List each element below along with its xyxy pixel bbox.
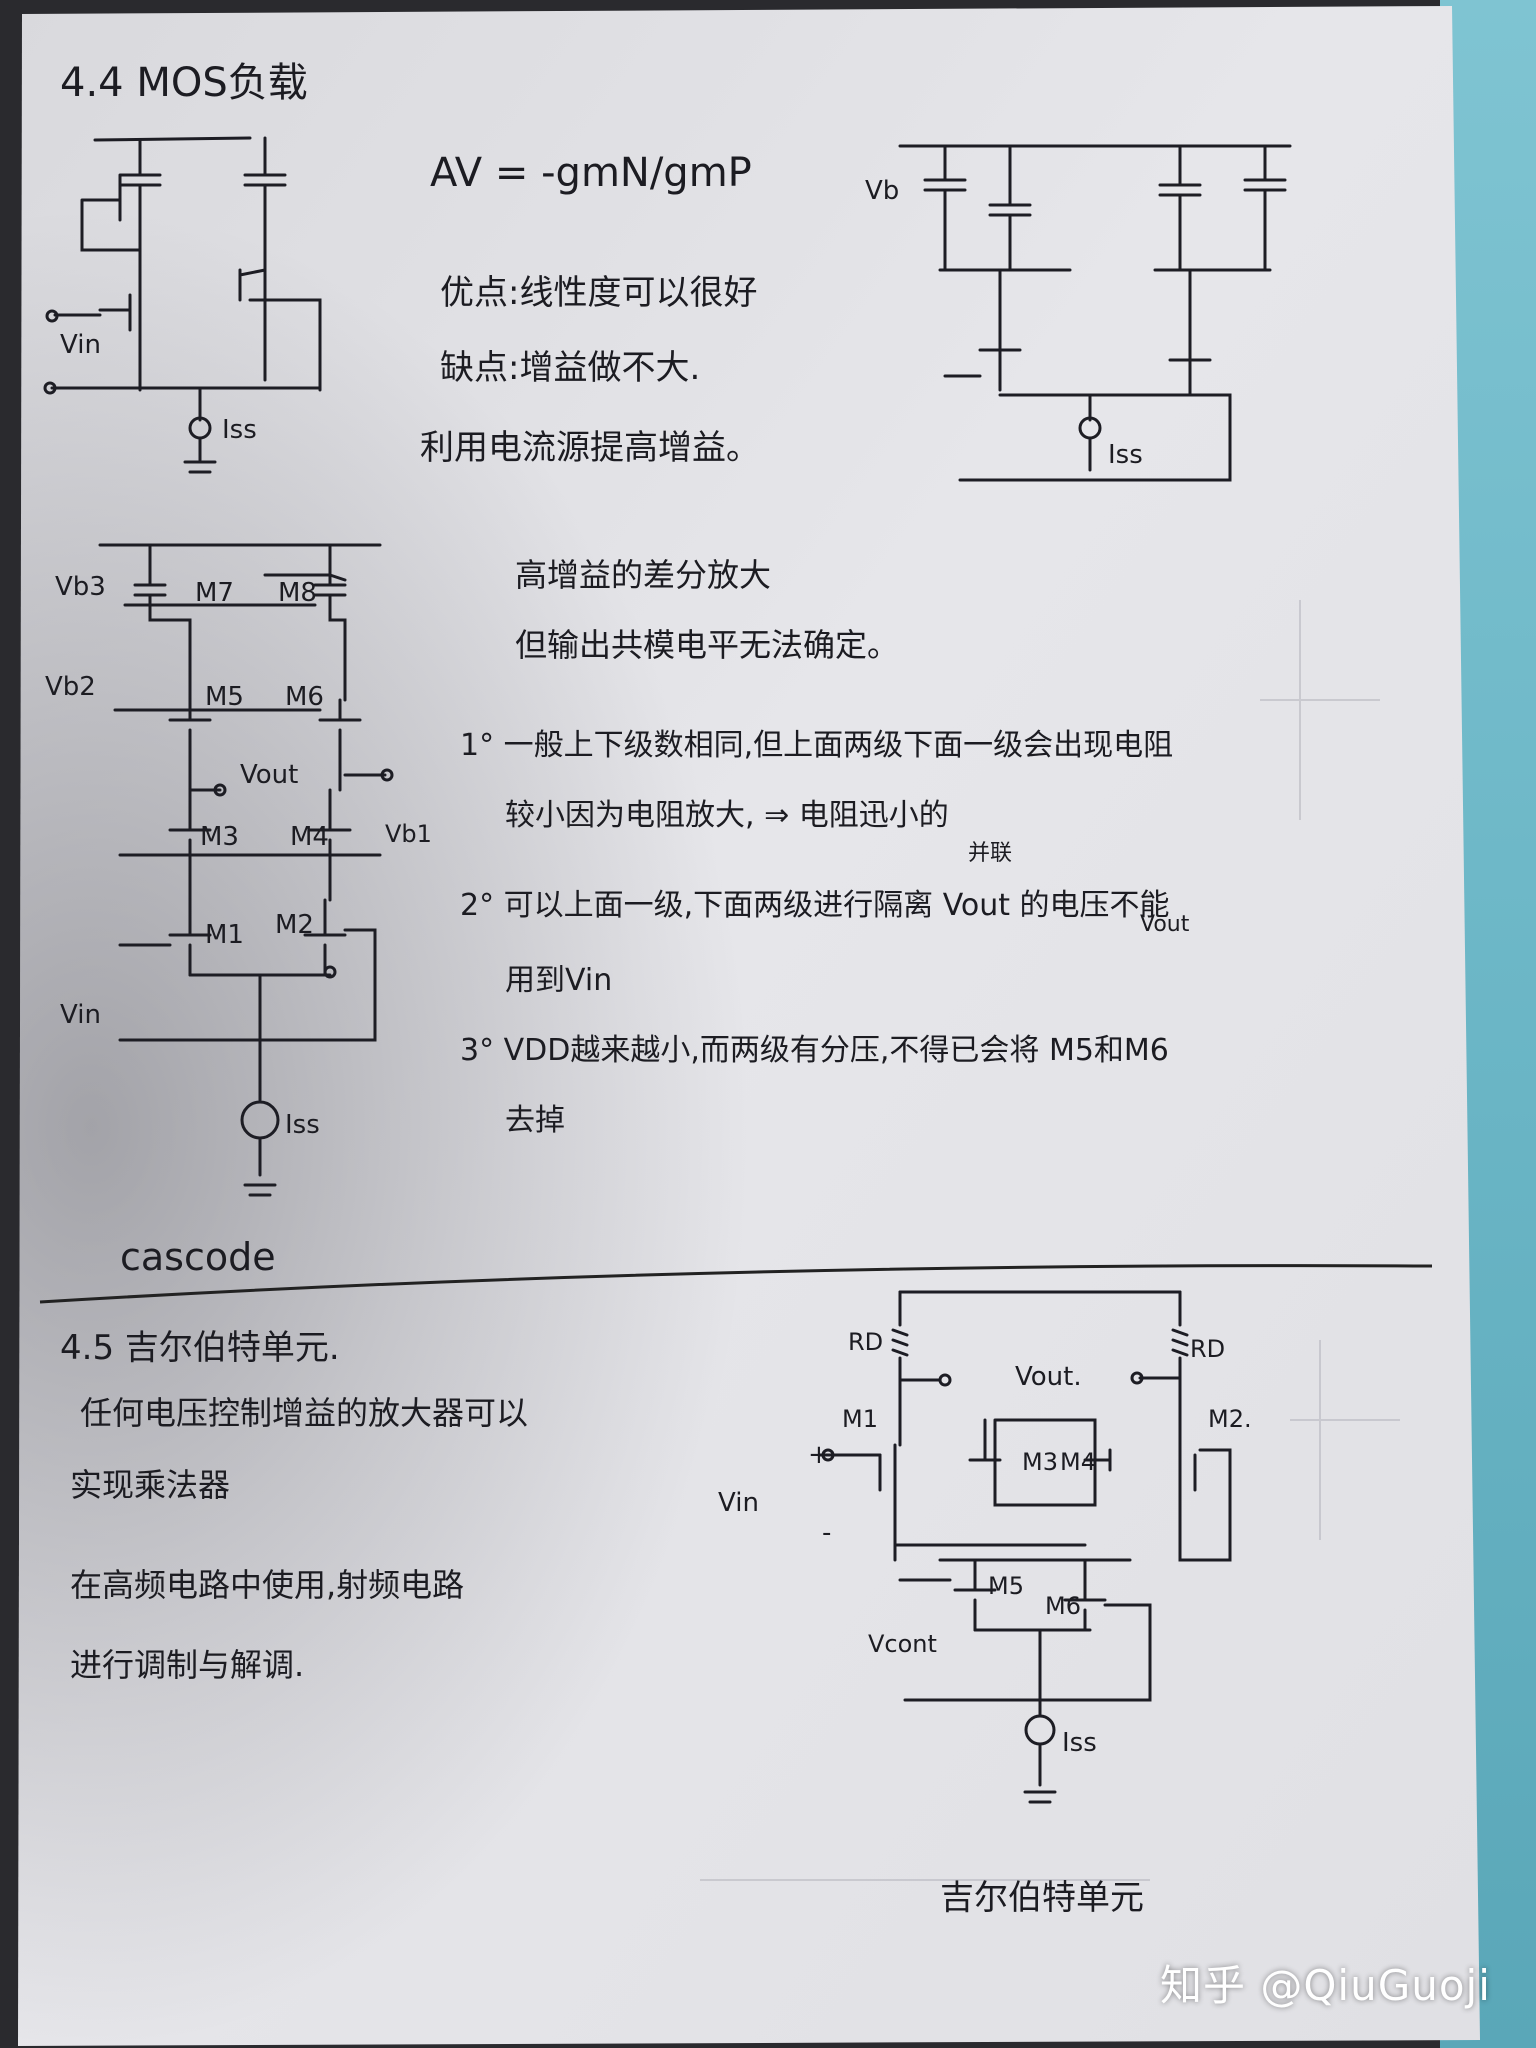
gilbert-m2-label: M2.	[1208, 1405, 1252, 1433]
point-1-line-1: 1° 一般上下级数相同,但上面两级下面一级会出现电阻	[460, 728, 1174, 763]
gilbert-vout-label: Vout.	[1015, 1362, 1082, 1392]
section-divider	[39, 1264, 1433, 1304]
cascode-vin-label: Vin	[60, 1000, 101, 1030]
bleed-through	[700, 600, 1400, 1881]
gain-formula: AV = -gmN/gmP	[430, 150, 752, 196]
gilbert-m6-label: M6	[1045, 1592, 1081, 1620]
gilbert-line-1: 任何电压控制增益的放大器可以	[80, 1394, 529, 1432]
point-3-line-1: 3° VDD越来越小,而两级有分压,不得已会将 M5和M6	[460, 1033, 1169, 1068]
m1-label: M1	[205, 920, 244, 950]
gilbert-line-3: 在高频电路中使用,射频电路	[70, 1566, 465, 1604]
gilbert-caption: 吉尔伯特单元	[940, 1878, 1144, 1918]
advantage-note: 优点:线性度可以很好	[440, 273, 758, 313]
m3-label: M3	[200, 822, 239, 852]
m8-label: M8	[278, 578, 317, 608]
cascode-subtitle: 但输出共模电平无法确定。	[515, 626, 900, 664]
cascode-circuit	[98, 543, 394, 1197]
vout-label: Vout	[240, 760, 299, 790]
gilbert-m4-label: M4	[1060, 1448, 1096, 1476]
point-2-sub: Vout	[1140, 912, 1190, 937]
cascode-title: 高增益的差分放大	[515, 556, 772, 594]
left-vin-label: Vin	[60, 330, 101, 360]
vb1-label: Vb1	[385, 820, 432, 848]
vb3-label: Vb3	[55, 572, 106, 602]
m7-label: M7	[195, 578, 234, 608]
gilbert-minus-label: -	[822, 1518, 832, 1548]
m4-label: M4	[290, 822, 329, 852]
m2-label: M2	[275, 910, 314, 940]
point-2-line-1: 2° 可以上面一级,下面两级进行隔离 Vout 的电压不能	[460, 888, 1170, 923]
rd-left-label: RD	[848, 1328, 884, 1356]
m6-label: M6	[285, 682, 324, 712]
current-source-note: 利用电流源提高增益。	[420, 428, 760, 468]
right-iss-label: Iss	[1108, 440, 1143, 470]
section-4-4-heading: 4.4 MOS负载	[60, 60, 308, 106]
right-vb-label: Vb	[865, 176, 900, 206]
gilbert-m3-label: M3	[1022, 1448, 1058, 1476]
gilbert-vcont-label: Vcont	[868, 1630, 937, 1658]
point-1-line-2: 较小因为电阻放大, ⇒ 电阻迅小的	[505, 798, 949, 833]
section-4-5-heading: 4.5 吉尔伯特单元.	[60, 1328, 340, 1368]
mos-load-circuit-right	[898, 144, 1292, 482]
disadvantage-note: 缺点:增益做不大.	[440, 348, 701, 388]
cascode-footer: cascode	[120, 1235, 276, 1279]
left-iss-label: Iss	[222, 415, 257, 445]
rd-right-label: RD	[1190, 1335, 1226, 1363]
gilbert-line-4: 进行调制与解调.	[70, 1646, 305, 1684]
gilbert-iss-label: Iss	[1062, 1728, 1097, 1758]
point-1-sub: 并联	[968, 841, 1013, 866]
gilbert-m1-label: M1	[842, 1405, 878, 1433]
gilbert-m5-label: M5	[988, 1572, 1024, 1600]
cascode-iss-label: Iss	[285, 1110, 320, 1140]
gilbert-cell-circuit	[818, 1290, 1232, 1804]
zhihu-watermark: 知乎 @QiuGuoji	[1160, 1961, 1491, 2010]
mos-load-circuit-left	[43, 136, 322, 474]
gilbert-line-2: 实现乘法器	[70, 1466, 231, 1504]
shadow-overlay	[18, 6, 1480, 2046]
gilbert-plus-label: +	[808, 1440, 830, 1470]
vb2-label: Vb2	[45, 672, 96, 702]
m5-label: M5	[205, 682, 244, 712]
point-3-line-2: 去掉	[505, 1103, 565, 1138]
point-2-line-2: 用到Vin	[505, 963, 613, 998]
gilbert-vin-label: Vin	[718, 1488, 759, 1518]
